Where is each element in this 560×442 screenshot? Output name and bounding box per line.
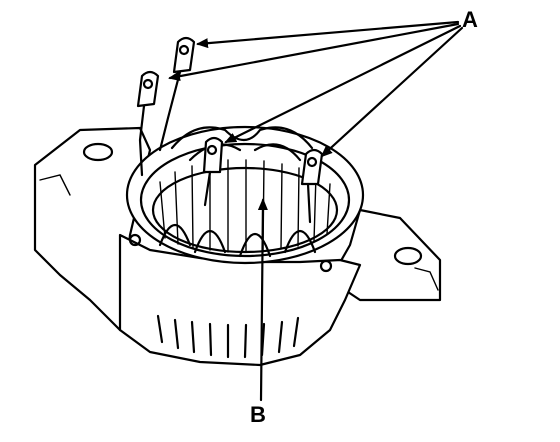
callout-label-b: B bbox=[250, 402, 266, 427]
callout-label-a: A bbox=[462, 7, 478, 32]
leader-lines-a bbox=[168, 20, 464, 158]
stator-windings bbox=[158, 126, 317, 258]
terminals bbox=[136, 36, 324, 224]
leader-line-b bbox=[257, 198, 268, 402]
housing-body bbox=[33, 126, 442, 367]
